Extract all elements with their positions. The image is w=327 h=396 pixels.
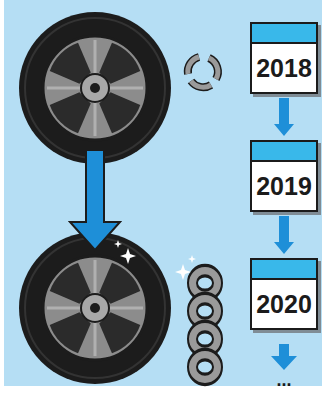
wheel-bottom (19, 232, 171, 384)
big-arrow (70, 150, 120, 250)
flow-arrow (274, 216, 294, 254)
continue-arrow (271, 344, 297, 370)
continuation-label: ... (277, 370, 292, 391)
year-text: 2018 (252, 44, 316, 92)
calendar-band (252, 142, 316, 162)
flow-arrow (274, 98, 294, 136)
calendar-box: 2018 (250, 22, 318, 94)
year-text: 2020 (252, 280, 316, 328)
sparkles (114, 240, 196, 280)
ring-stack (188, 265, 222, 384)
year-text: 2019 (252, 162, 316, 210)
calendar-box: 2019 (250, 140, 318, 212)
calendar-band (252, 260, 316, 280)
wheel-top (19, 12, 171, 164)
broken-ring (188, 57, 218, 87)
calendar-box: 2020 (250, 258, 318, 330)
calendar-band (252, 24, 316, 44)
